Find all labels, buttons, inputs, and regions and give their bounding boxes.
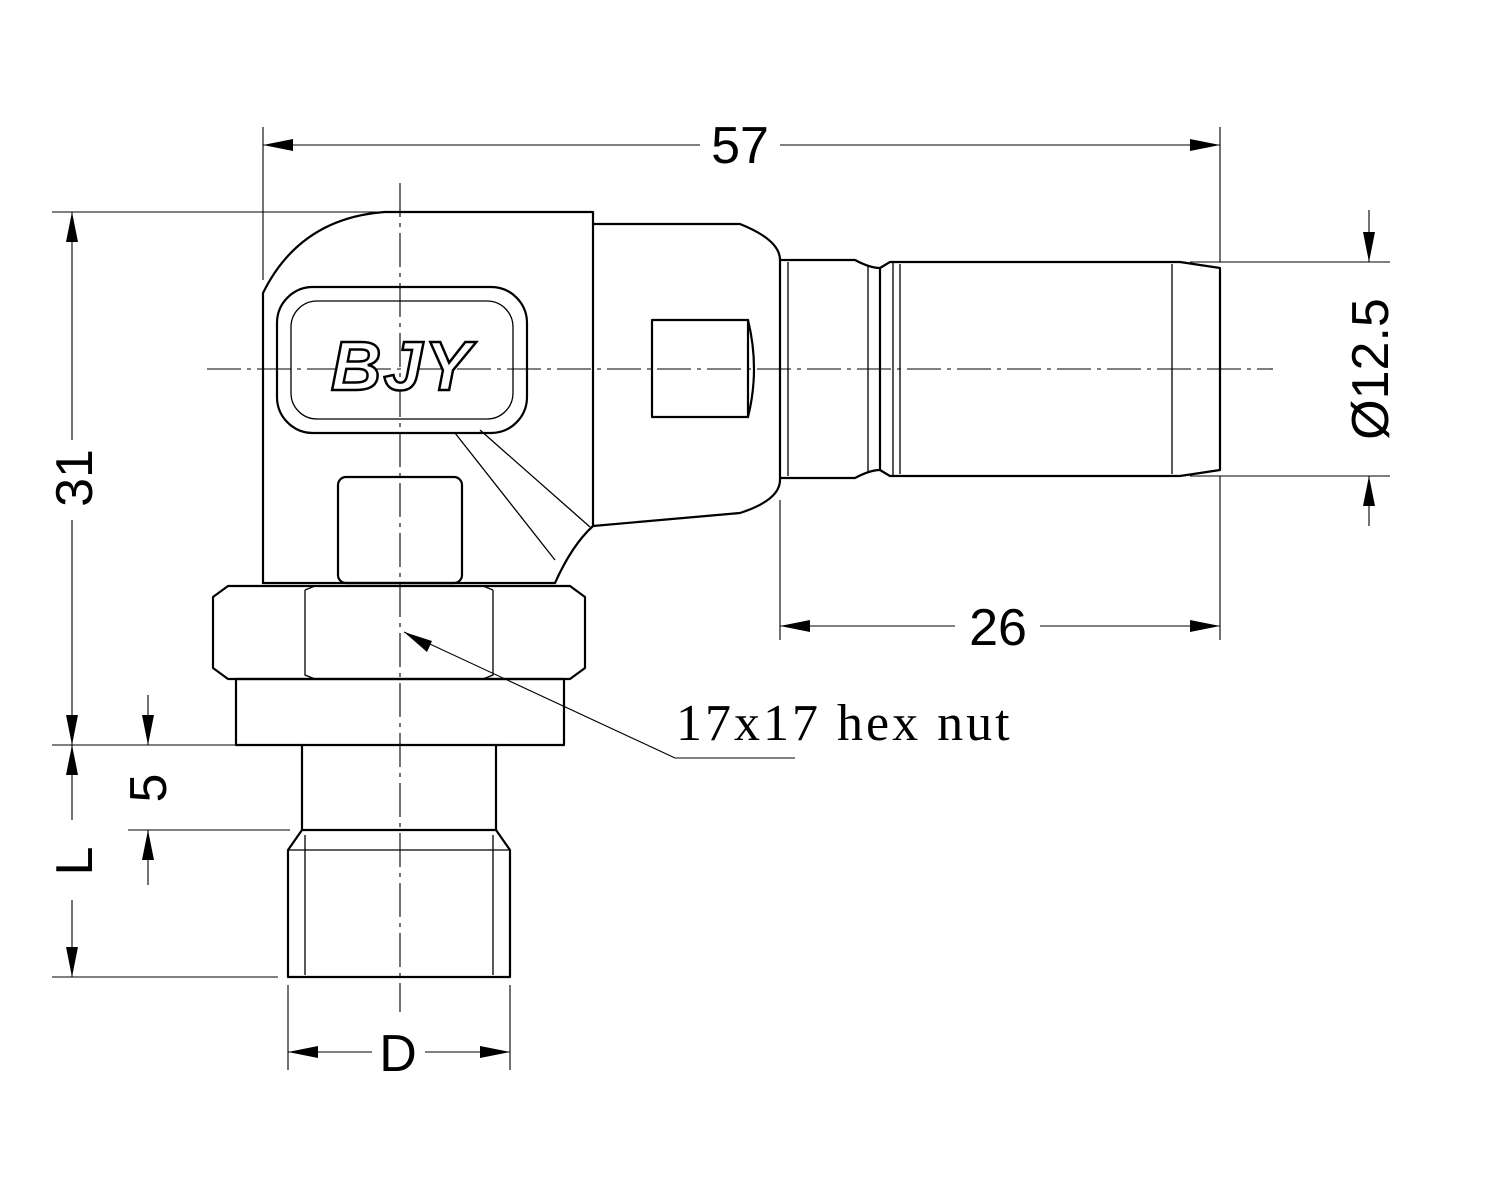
dim-D-label: D (379, 1025, 417, 1083)
hex-socket (650, 318, 750, 419)
hex-nut-label: 17x17 hex nut (676, 695, 1013, 752)
dim-thread-relief: 5 (120, 695, 290, 885)
elbow-body: BJY (261, 210, 595, 585)
center-lines (207, 183, 1273, 1012)
dim-plug-diameter: Ø12.5 (1190, 210, 1400, 526)
dim-diameter-label: Ø12.5 (1342, 298, 1400, 440)
threaded-end (286, 743, 512, 979)
plug (591, 222, 1222, 528)
dim-thread-length: L (46, 745, 278, 978)
shoulder (234, 677, 566, 747)
logo-badge: BJY (275, 285, 529, 435)
dim-thread-diameter: D (287, 985, 511, 1083)
dim-L-label: L (46, 847, 104, 876)
dim-31-label: 31 (46, 449, 104, 507)
dim-overall-length: 57 (262, 117, 1221, 280)
dim-26-label: 26 (969, 599, 1027, 657)
logo-text: BJY (331, 327, 476, 405)
side-boss (336, 475, 464, 585)
dim-overall-height: 31 (46, 211, 385, 746)
hex-nut-callout: 17x17 hex nut (403, 631, 1013, 759)
dim-5-label: 5 (120, 774, 178, 803)
dim-57-label: 57 (711, 117, 769, 175)
dim-plug-length: 26 (779, 476, 1221, 657)
hex-nut (211, 584, 587, 681)
